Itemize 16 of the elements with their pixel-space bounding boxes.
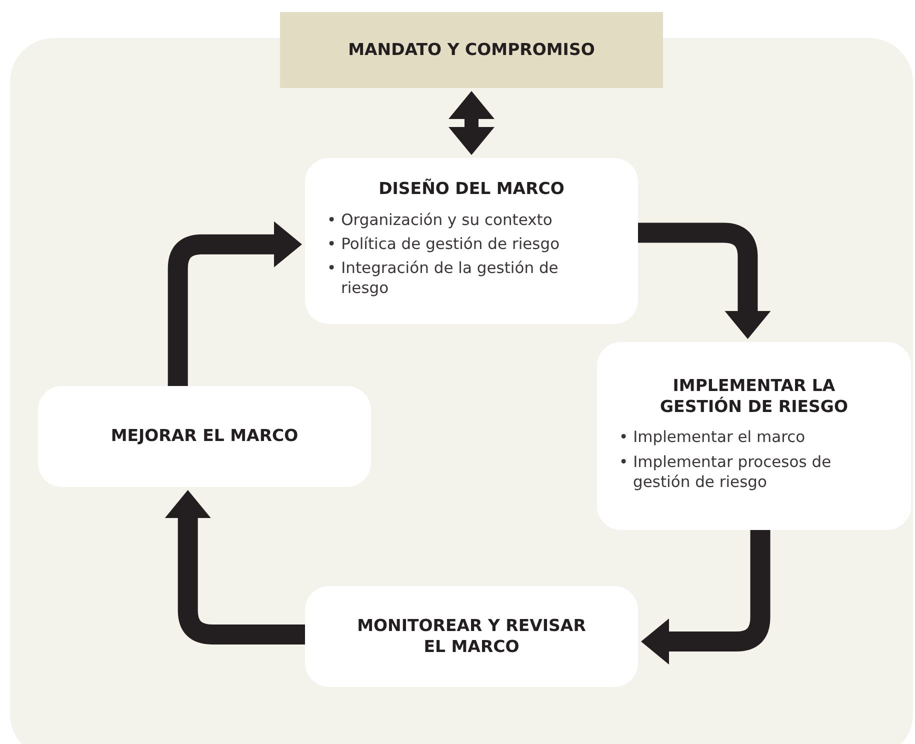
- heading: MEJORAR EL MARCO: [110, 426, 298, 447]
- bullet-item: • Implementar el marco: [619, 427, 806, 448]
- rounded-card: [597, 342, 911, 530]
- rounded-card: [305, 158, 638, 324]
- background-panel: [10, 38, 913, 744]
- rounded-card: [38, 386, 371, 487]
- bullet-item: • Política de gestión de riesgo: [327, 234, 561, 254]
- heading: MANDATO Y COMPROMISO: [348, 40, 595, 60]
- header-band: [280, 12, 663, 88]
- rounded-card: [305, 586, 638, 687]
- heading: MONITOREAR Y REVISAR EL MARCO: [356, 616, 587, 658]
- heading: DISEÑO DEL MARCO: [378, 179, 564, 200]
- bullet-item: • Implementar procesos de gestión de riesgo: [619, 452, 832, 492]
- bullet-item: • Integración de la gestión de riesgo: [327, 258, 560, 299]
- bullet-item: • Organización y su contexto: [327, 210, 554, 230]
- heading: IMPLEMENTAR LA GESTIÓN DE RIESGO: [659, 376, 849, 418]
